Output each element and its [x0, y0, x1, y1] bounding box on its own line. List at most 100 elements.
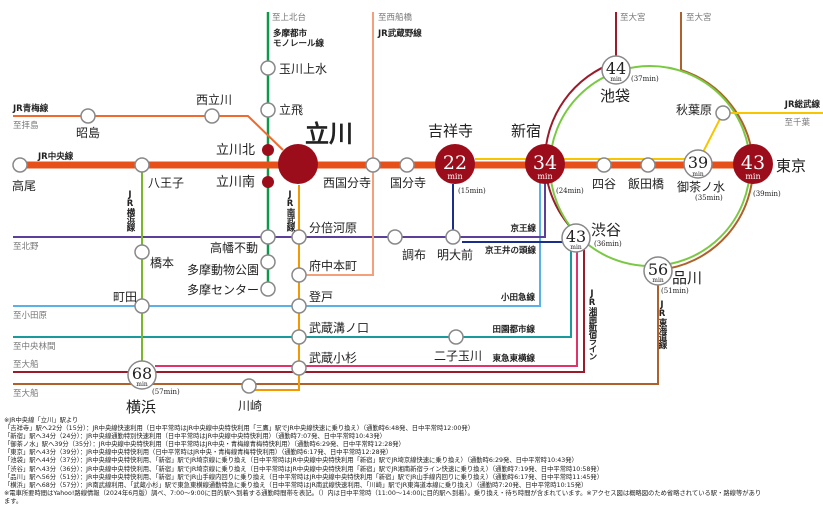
line-label-monorail: 多摩都市 — [273, 28, 308, 39]
line-label-denentoshi: 田園都市線 — [492, 324, 535, 335]
route-map: 22 min (15min) 34 min (24min) 39 min (35… — [12, 12, 823, 415]
line-label-yokohama: JR横浜線 — [125, 190, 136, 232]
station-label-machida: 町田 — [113, 290, 137, 304]
station-label-shinjuku: 新宿 — [511, 122, 541, 140]
station-label-tachikawa: 立川 — [305, 119, 353, 148]
station-label-futakotamagawa: 二子玉川 — [434, 349, 482, 363]
station-marker-nishitachikawa — [204, 108, 220, 124]
footnote-line: ※JR中央線「立川」駅より — [4, 417, 79, 424]
line-keio — [13, 180, 546, 238]
station-label-akihabara: 秋葉原 — [676, 103, 712, 117]
time-shinjuku: 34 — [533, 152, 557, 174]
station-label-tokyo: 東京 — [776, 157, 806, 175]
line-denentoshi — [13, 245, 572, 338]
badge-ikebukuro: 44 min (37min) — [601, 55, 659, 85]
station-label-akishima: 昭島 — [76, 125, 100, 140]
station-marker-tamacenter — [260, 281, 276, 297]
station-marker-akihabara — [715, 105, 731, 121]
footnote-line: 「吉祥寺」駅へ22分（15分）：JR中央線快速利用（日中平常時はJR中央線中央特… — [4, 425, 475, 433]
station-label-iidabashi: 飯田橋 — [628, 176, 664, 191]
time-unit: min — [610, 76, 622, 83]
direction-nishifunabashi: 至西船橋 — [378, 12, 413, 23]
time-unit: min — [447, 172, 462, 181]
station-marker-kawasaki — [241, 378, 257, 394]
station-marker-fuchuhommachi — [291, 267, 307, 283]
time-kichijoji: 22 — [443, 152, 467, 174]
station-label-nishikokubunji: 西国分寺 — [323, 176, 371, 190]
line-label-nambu: JR南武線 — [285, 190, 295, 232]
time-ochanomizu: 39 — [688, 153, 708, 172]
station-label-shibuya: 渋谷 — [591, 221, 621, 239]
direction-chiba: 至千葉 — [784, 117, 810, 128]
station-marker-futakotamagawa — [448, 329, 464, 345]
daytime-shibuya: (36min) — [594, 240, 622, 248]
footnote-line: 「御茶ノ水」駅へ39分（35分）：JR中央線中央特快利用（日中平常時はJR中央・… — [4, 441, 405, 449]
badge-shibuya: 43 min (36min) — [561, 223, 622, 253]
direction-haijima: 至拝島 — [13, 120, 39, 131]
station-label-shinagawa: 品川 — [672, 269, 702, 287]
daytime-ochanomizu: (35min) — [695, 194, 723, 202]
station-marker-tamadobutsukoen — [260, 254, 276, 270]
footnote-line: ます。 — [4, 497, 23, 505]
station-label-bubaigawara: 分倍河原 — [309, 220, 357, 235]
station-marker-bubaigawara — [291, 229, 307, 245]
direction-chuorinkan: 至中央林間 — [13, 341, 56, 352]
line-inokashira — [452, 184, 568, 243]
direction-kitano: 至北野 — [13, 242, 39, 252]
station-marker-iidabashi — [640, 157, 656, 173]
badge-shinagawa: 56 min (51min) — [643, 256, 689, 295]
daytime-yokohama: (57min) — [152, 388, 180, 396]
daytime-ikebukuro: (37min) — [631, 75, 659, 83]
station-labels: 高尾 八王子 立川 西国分寺 国分寺 吉祥寺 新宿 四谷 飯田橋 御茶ノ水 東京… — [12, 62, 806, 415]
line-tokaido — [13, 12, 755, 385]
station-marker-yotsuya — [596, 157, 612, 173]
direction-omiya: 至大宮 — [686, 12, 712, 23]
station-marker-meidaimae — [445, 229, 461, 245]
station-label-tachikawaminami: 立川南 — [216, 174, 255, 190]
footnotes: ※JR中央線「立川」駅より 「吉祥寺」駅へ22分（15分）：JR中央線快速利用（… — [4, 417, 761, 506]
footnote-line: 「渋谷」駅へ43分（36分）：JR中央線中央特快利用、「新宿」駅でJR埼京線に乗… — [4, 465, 604, 473]
station-marker-takahatafudo — [260, 229, 276, 245]
station-label-tamagawajosui: 玉川上水 — [279, 62, 327, 76]
daytime-tokyo: (39min) — [753, 190, 781, 198]
line-nambu — [252, 185, 300, 391]
time-unit: min — [537, 172, 552, 181]
direction-ofuna: 至大船 — [13, 359, 39, 370]
station-marker-tachikawa — [278, 144, 318, 184]
station-label-tachikawakita: 立川北 — [216, 143, 255, 158]
station-label-musashikosugi: 武蔵小杉 — [309, 351, 357, 365]
line-label-shonan: JR湘南新宿ライン — [587, 289, 597, 360]
time-unit: min — [745, 172, 760, 181]
station-label-meidaimae: 明大前 — [437, 247, 473, 262]
station-marker-tachikawaminami — [262, 176, 274, 188]
station-marker-tachikawakita — [262, 144, 274, 156]
line-label-toyoko: 東急東横線 — [492, 353, 535, 364]
station-marker-chofu — [387, 229, 403, 245]
station-label-fuchuhommachi: 府中本町 — [309, 258, 357, 273]
line-label-inokashira: 京王井の頭線 — [485, 245, 537, 256]
direction-ofuna: 至大船 — [13, 388, 39, 399]
station-label-hashimoto: 橋本 — [150, 256, 174, 270]
time-unit: min — [570, 244, 582, 251]
station-label-chofu: 調布 — [402, 248, 426, 262]
time-ikebukuro: 44 — [606, 59, 626, 78]
direction-odawara: 至小田原 — [13, 310, 47, 321]
station-label-tachihi: 立飛 — [279, 102, 303, 117]
stations — [12, 60, 731, 394]
station-marker-hachioji — [134, 157, 150, 173]
daytime-shinjuku: (24min) — [556, 187, 584, 195]
footnote-line: 「新宿」駅へ34分（24分）：JR中央線通勤特別快速利用（日中平常時はJR中央線… — [4, 433, 386, 441]
station-label-yokohama: 横浜 — [126, 398, 156, 415]
footnote-line: 「東京」駅へ43分（39分）：JR中央線中央特快利用（日中平常時はJR中央・青梅… — [4, 449, 393, 457]
direction-labels: 至拝島 至上北台 至西船橋 至大宮 至大宮 至千葉 至北野 至小田原 至中央林間… — [13, 12, 810, 399]
badge-ochanomizu: 39 min (35min) — [683, 149, 723, 202]
line-label-tokaido: JR東海道線 — [657, 300, 667, 350]
station-label-kokubunji: 国分寺 — [390, 176, 426, 190]
time-tokyo: 43 — [741, 152, 765, 174]
station-label-nishitachikawa: 西立川 — [196, 92, 232, 107]
badge-kichijoji: 22 min (15min) — [435, 144, 486, 195]
station-marker-noborito — [291, 298, 307, 314]
badge-yokohama: 68 min (57min) — [127, 360, 180, 396]
station-label-ochanomizu: 御茶ノ水 — [677, 179, 725, 194]
station-marker-nishikokubunji — [365, 157, 381, 173]
